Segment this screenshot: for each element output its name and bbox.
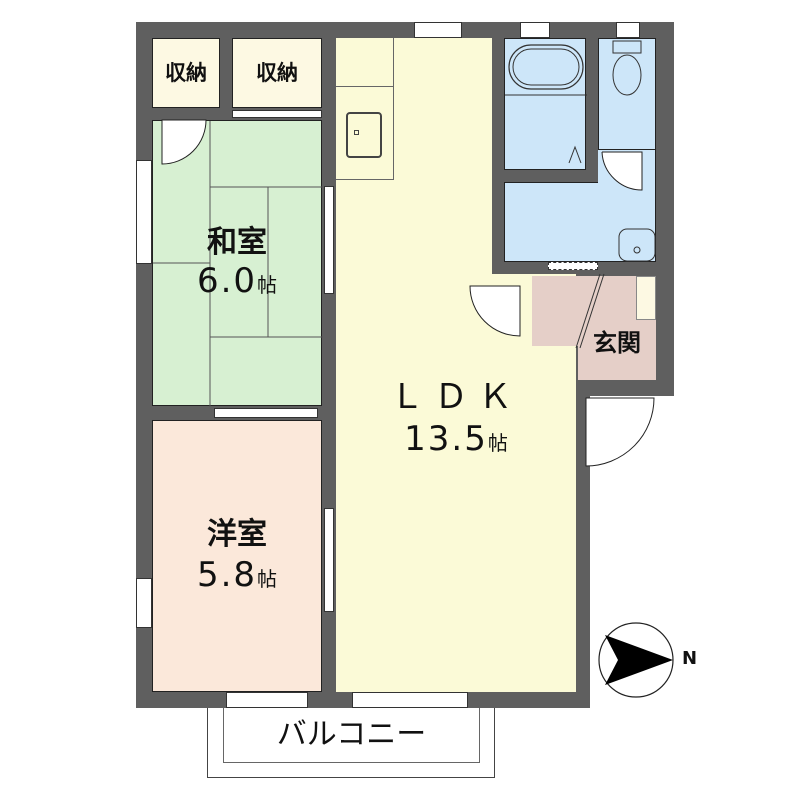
balcony-label: バルコニー <box>276 717 427 752</box>
wall-ldk-bath <box>492 38 504 274</box>
room-label-ldk: ＬＤＫ <box>390 377 522 417</box>
balcony-outer <box>207 708 495 778</box>
genkan-step-line <box>575 273 605 349</box>
room-storage-2: 収納 <box>232 38 322 108</box>
tatami-lines <box>153 121 323 407</box>
window-left-washitsu <box>136 160 152 264</box>
wall-storage-divider <box>220 38 232 116</box>
toilet-icon <box>612 40 642 96</box>
balcony-inner: バルコニー <box>223 708 480 763</box>
exterior-wall-top <box>136 22 674 38</box>
room-bathroom <box>504 38 587 170</box>
compass-north-arrow-icon <box>598 622 674 698</box>
room-unit-washitsu: 帖 <box>257 273 278 297</box>
sliding-door-washitsu-ldk <box>324 186 334 294</box>
window-top-bath <box>520 22 550 38</box>
sliding-door-youshitsu-ldk <box>324 508 334 612</box>
room-ldk-text: ＬＤＫ 13.5帖 <box>336 380 576 456</box>
room-area-youshitsu: 5.8 <box>196 555 258 595</box>
sliding-door-washroom-genkan <box>548 262 598 270</box>
room-label-washitsu: 和室 <box>206 225 267 260</box>
room-washitsu: 和室 6.0帖 <box>152 120 323 407</box>
room-area-ldk: 13.5 <box>404 419 488 459</box>
room-unit-ldk: 帖 <box>487 431 508 455</box>
sliding-door-washitsu-youshitsu <box>214 408 318 418</box>
room-washroom <box>504 182 656 262</box>
room-unit-youshitsu: 帖 <box>257 567 278 591</box>
room-label-storage-2: 収納 <box>256 60 298 85</box>
room-toilet <box>598 38 656 150</box>
toilet-door-swing <box>601 151 643 191</box>
shoe-cabinet <box>636 276 656 320</box>
window-bottom-youshitsu <box>226 692 308 708</box>
washitsu-door-swing <box>161 119 207 165</box>
window-top-ldk <box>414 22 462 38</box>
compass-north-label: N <box>682 648 698 669</box>
room-label-youshitsu: 洋室 <box>207 517 267 552</box>
wall-bath-washroom <box>504 170 598 182</box>
washbasin-icon <box>618 228 656 262</box>
room-youshitsu: 洋室 5.8帖 <box>152 420 322 692</box>
bathtub-icon <box>505 44 587 164</box>
sliding-door-storage <box>232 110 322 118</box>
kitchen-sink <box>346 112 382 158</box>
wall-bath-toilet <box>586 38 598 183</box>
room-label-genkan: 玄関 <box>593 329 641 357</box>
ldk-genkan-door-swing <box>469 285 521 337</box>
wall-genkan-bottom <box>576 380 674 396</box>
kitchen-counter <box>336 38 394 180</box>
exterior-wall-right-top <box>656 22 674 396</box>
window-bottom-ldk <box>352 692 468 708</box>
kitchen-counter-divider <box>336 86 394 87</box>
entrance-door-swing <box>585 397 655 467</box>
room-area-washitsu: 6.0 <box>196 261 258 301</box>
room-label-storage-1: 収納 <box>165 60 207 85</box>
window-left-youshitsu <box>136 578 152 628</box>
room-storage-1: 収納 <box>152 38 220 108</box>
sink-drain <box>354 130 359 135</box>
window-top-toilet <box>616 22 640 38</box>
